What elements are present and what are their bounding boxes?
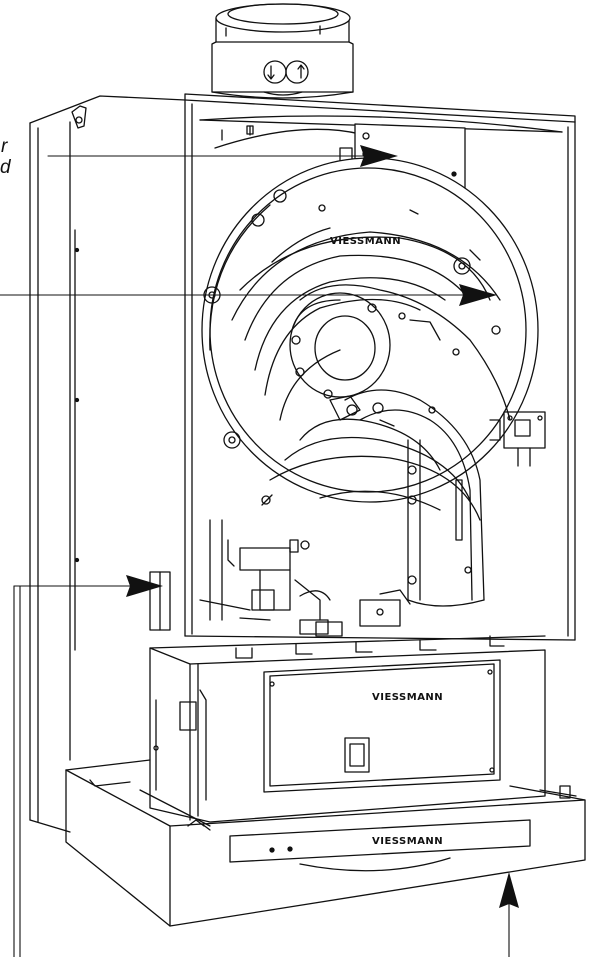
blower-duct <box>329 389 501 607</box>
gas-valve-piping <box>149 519 411 637</box>
cabinet-side-panel <box>29 95 186 833</box>
ignition-unit <box>503 411 546 467</box>
panel-logo: VIESSMANN <box>372 836 443 847</box>
burner-frame <box>184 93 576 641</box>
label-partial-second: d <box>0 157 11 178</box>
cover-logo: VIESSMANN <box>372 692 443 703</box>
flue-collar <box>211 3 354 99</box>
callout-arrows <box>0 145 519 957</box>
burner-logo: VIESSMANN <box>330 236 401 247</box>
control-box <box>149 635 546 823</box>
control-box-cover: VIESSMANN <box>263 659 501 793</box>
label-partial-top: r <box>1 136 8 157</box>
burner-door <box>201 157 539 521</box>
boiler-base: VIESSMANN <box>65 759 586 927</box>
